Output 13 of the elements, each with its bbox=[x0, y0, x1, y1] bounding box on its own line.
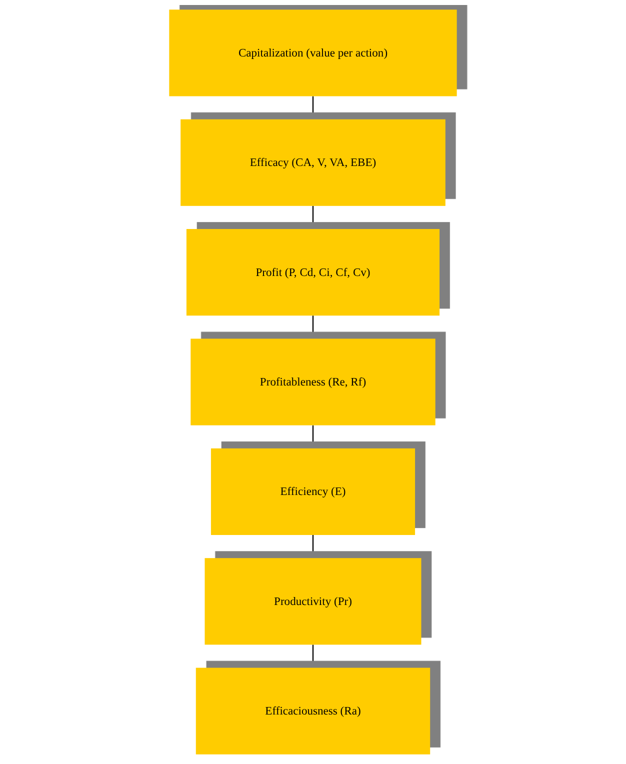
connector bbox=[312, 316, 314, 339]
connector bbox=[312, 535, 314, 558]
connector bbox=[312, 206, 314, 229]
node-box: Profitableness (Re, Rf) bbox=[190, 338, 436, 426]
node-box: Capitalization (value per action) bbox=[169, 10, 457, 96]
node-box: Productivity (Pr) bbox=[204, 558, 422, 645]
connector bbox=[312, 644, 314, 668]
node-box: Efficaciousness (Ra) bbox=[196, 668, 430, 754]
node-box: Efficacy (CA, V, VA, EBE) bbox=[180, 119, 446, 206]
connector bbox=[312, 96, 314, 120]
connector bbox=[312, 425, 314, 448]
node-box: Profit (P, Cd, Ci, Cf, Cv) bbox=[186, 229, 440, 316]
node-box: Efficiency (E) bbox=[210, 448, 416, 535]
